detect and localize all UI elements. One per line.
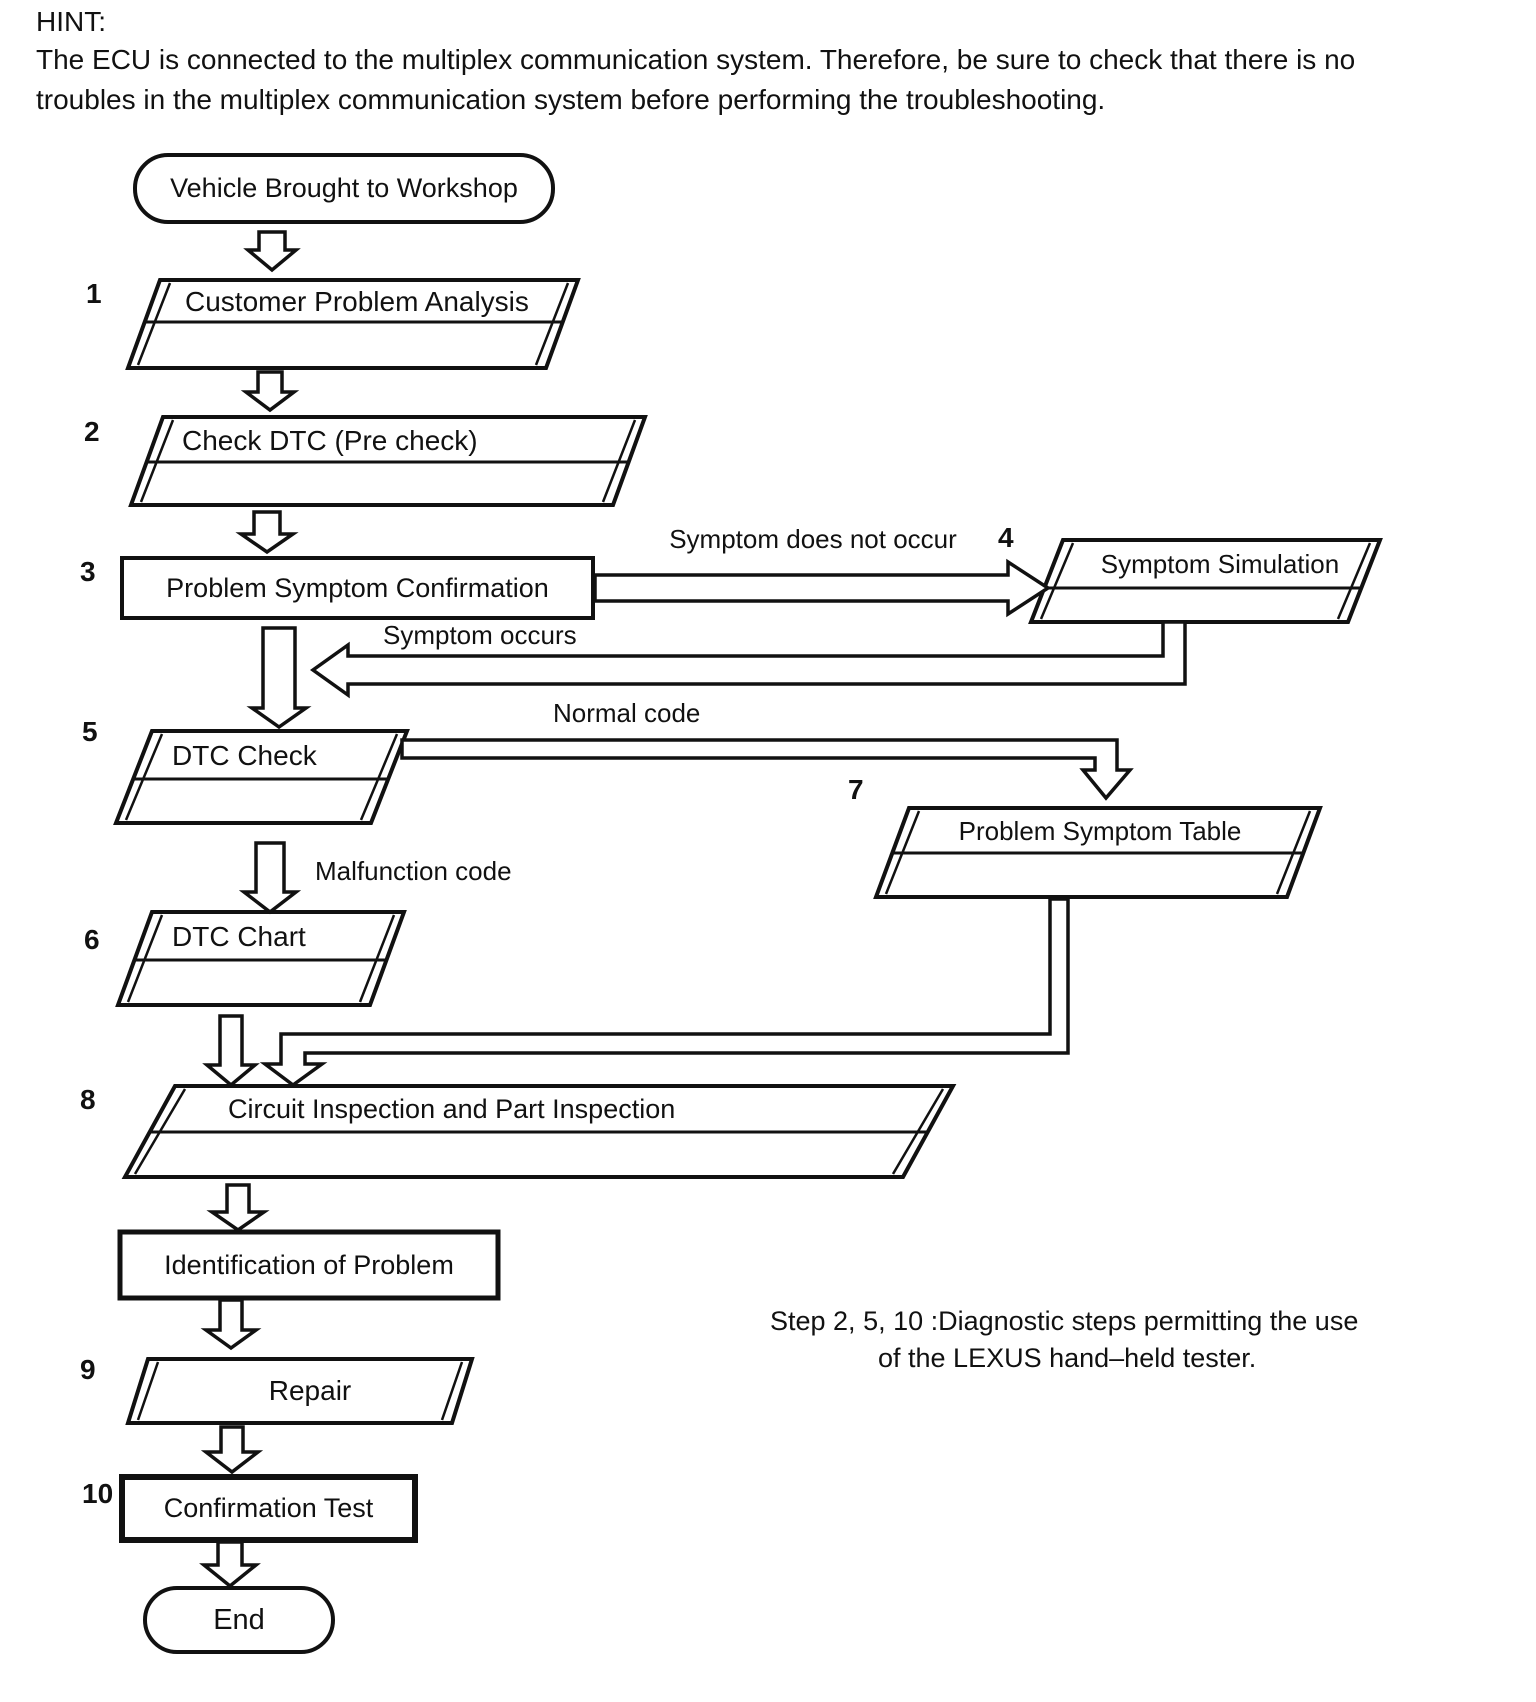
arrow-step3-to-step5 — [246, 626, 312, 730]
hint-text-line1: The ECU is connected to the multiplex co… — [36, 44, 1356, 75]
arrow-step5-to-step6-malfunction — [238, 841, 302, 915]
step9-node-label: Repair — [268, 1375, 352, 1406]
step6-number: 6 — [84, 924, 100, 955]
step8-number: 8 — [80, 1084, 96, 1115]
step5-node-label: DTC Check — [172, 740, 317, 771]
step5-node-shape — [113, 729, 410, 825]
hint-text-line2: troubles in the multiplex communication … — [36, 84, 1106, 115]
step5-right-double-edge — [359, 733, 399, 821]
arrow-step3-to-step4 — [593, 558, 1052, 618]
identification-node-label: Identification of Problem — [164, 1250, 454, 1280]
step10-number: 10 — [82, 1478, 114, 1509]
step7-number: 7 — [848, 774, 864, 805]
step1-left-double-edge — [136, 282, 172, 366]
step3-number: 3 — [80, 556, 96, 587]
tester-note-line1: Step 2, 5, 10 :Diagnostic steps permitti… — [770, 1306, 1359, 1336]
edge-label-normal-code: Normal code — [553, 698, 701, 728]
step2-number: 2 — [84, 416, 100, 447]
step9-left-double-edge — [136, 1361, 160, 1421]
start-node-shape — [133, 153, 555, 224]
step1-node-shape — [125, 278, 581, 370]
arrow-step2-to-step3 — [235, 510, 299, 555]
edge-label-symptom-occurs: Symptom occurs — [383, 620, 577, 650]
arrow-step4-return-symptom-occurs — [309, 620, 1187, 699]
step7-node-label: Problem Symptom Table — [958, 816, 1242, 846]
end-node-label: End — [213, 1604, 265, 1636]
step1-number: 1 — [86, 278, 102, 309]
edge-label-malfunction-code: Malfunction code — [315, 856, 512, 886]
hint-title: HINT: — [36, 6, 106, 37]
step8-node-label: Circuit Inspection and Part Inspection — [228, 1094, 676, 1124]
arrow-step9-to-step10 — [200, 1425, 264, 1475]
step10-node-label: Confirmation Test — [163, 1493, 374, 1523]
arrow-step8-to-identification — [206, 1183, 270, 1233]
arrow-step6-to-step8 — [202, 1014, 260, 1088]
arrow-step7-to-step8 — [259, 897, 1070, 1088]
step9-node-shape — [125, 1357, 475, 1425]
step4-node-shape — [1028, 538, 1383, 624]
arrow-step1-to-step2 — [240, 370, 300, 413]
step4-node-label: Symptom Simulation — [1100, 549, 1340, 579]
step1-right-double-edge — [534, 282, 570, 366]
step3-node-shape — [120, 556, 595, 620]
start-node-label: Vehicle Brought to Workshop — [170, 173, 518, 203]
step4-right-double-edge — [1336, 542, 1372, 620]
arrow-identification-to-step9 — [200, 1298, 262, 1351]
tester-note-line2: of the LEXUS hand–held tester. — [878, 1343, 1257, 1373]
step3-node-label: Problem Symptom Confirmation — [166, 573, 549, 603]
step10-node-shape — [119, 1474, 418, 1543]
step5-left-double-edge — [124, 733, 164, 821]
arrow-step10-to-end — [199, 1540, 261, 1589]
edge-label-symptom-does-not-occur: Symptom does not occur — [669, 524, 957, 554]
step4-left-double-edge — [1039, 542, 1075, 620]
step5-number: 5 — [82, 716, 98, 747]
step4-number: 4 — [998, 522, 1014, 553]
step2-node-label: Check DTC (Pre check) — [182, 425, 478, 456]
step9-right-double-edge — [440, 1361, 464, 1421]
step6-node-label: DTC Chart — [172, 921, 306, 952]
arrow-step5-to-step7-normal-code — [400, 738, 1134, 801]
step9-number: 9 — [80, 1354, 96, 1385]
step1-node-label: Customer Problem Analysis — [185, 286, 529, 317]
arrow-start-to-step1 — [243, 230, 301, 273]
end-node-shape — [143, 1586, 335, 1654]
identification-node-shape — [117, 1229, 501, 1301]
